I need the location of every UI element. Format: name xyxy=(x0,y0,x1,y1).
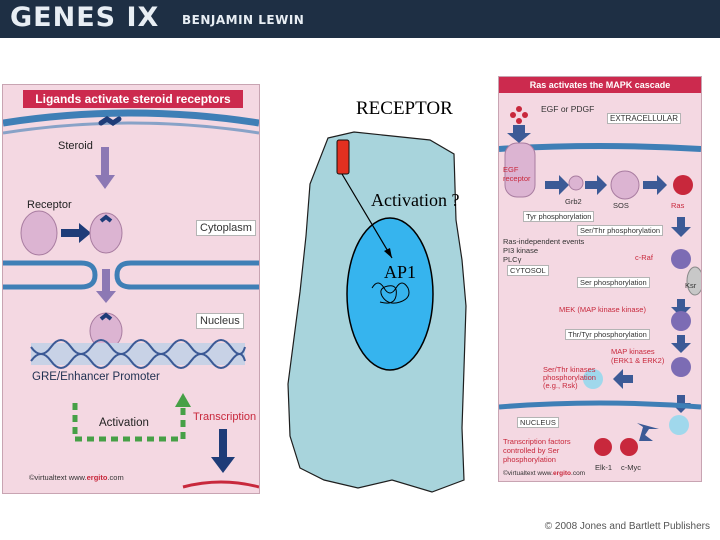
craf-label: c-Raf xyxy=(635,253,653,262)
publisher-copyright: © 2008 Jones and Bartlett Publishers xyxy=(544,521,710,532)
ksr-label: Ksr xyxy=(685,281,697,290)
plc-gamma-label: PLCγ xyxy=(503,255,522,264)
receptor-label: Receptor xyxy=(27,199,72,211)
cmyc-label: c-Myc xyxy=(621,463,641,472)
extracellular-box: EXTRACELLULAR xyxy=(607,113,682,124)
dna-squiggle xyxy=(371,282,410,304)
mapk-figure-title: Ras activates the MAPK cascade xyxy=(499,77,701,93)
sos-label: SOS xyxy=(613,201,629,210)
activation-question: Activation ? xyxy=(371,190,460,210)
tf-label-1: Transcription factors xyxy=(503,437,571,446)
rsk-label: (e.g., Rsk) xyxy=(543,381,578,390)
transcription-label: Transcription xyxy=(193,411,257,423)
promoter-label: GRE/Enhancer Promoter xyxy=(32,371,160,383)
steroid-figure-title: Ligands activate steroid receptors xyxy=(23,90,243,108)
cell-diagram xyxy=(287,131,467,493)
cytosol-box: CYTOSOL xyxy=(507,265,549,276)
receptor-title: RECEPTOR xyxy=(356,98,453,119)
steroid-figure-graphics xyxy=(3,109,259,489)
nucleus-box-right: NUCLEUS xyxy=(517,417,559,428)
steroid-receptor-figure: Ligands activate steroid receptors xyxy=(2,84,260,494)
tf-label-3: phosphorylation xyxy=(503,455,556,464)
cell-nucleus xyxy=(346,217,434,371)
receptor-block xyxy=(336,139,350,175)
activation-label: Activation xyxy=(99,417,149,429)
title-banner xyxy=(0,0,720,38)
book-title: GENES IX xyxy=(10,2,160,33)
map-kinases-label: MAP kinases xyxy=(611,347,655,356)
ser-phosphorylation-box: Ser phosphorylation xyxy=(577,277,650,288)
mapk-figure-graphics xyxy=(499,106,701,456)
steroid-label: Steroid xyxy=(58,140,93,152)
cytoplasm-box: Cytoplasm xyxy=(196,220,256,236)
right-credit: ©virtualtext www.ergito.com xyxy=(503,470,586,477)
tf-label-2: controlled by Ser xyxy=(503,446,560,455)
egf-receptor-label: EGF receptor xyxy=(503,165,531,183)
ras-independent-label: Ras-independent events xyxy=(503,237,585,246)
left-credit: ©virtualtext www.ergito.com xyxy=(29,473,124,482)
mek-label: MEK (MAP kinase kinase) xyxy=(559,305,646,314)
ap1-label: AP1 xyxy=(384,262,417,282)
thr-tyr-phosphorylation-box: Thr/Tyr phosphorylation xyxy=(565,329,650,340)
pi3-kinase-label: PI3 kinase xyxy=(503,246,539,255)
nucleus-box: Nucleus xyxy=(196,313,244,329)
ras-label: Ras xyxy=(671,201,685,210)
erk-label: (ERK1 & ERK2) xyxy=(611,356,665,365)
book-author: BENJAMIN LEWIN xyxy=(182,13,305,27)
serthr-phos-label: phosphorylation xyxy=(543,373,596,382)
egf-label: EGF or PDGF xyxy=(541,104,595,114)
tyr-phosphorylation-box: Tyr phosphorylation xyxy=(523,211,595,222)
grb2-label: Grb2 xyxy=(565,197,582,206)
serthr-kinases-label: Ser/Thr kinases xyxy=(543,365,596,374)
mapk-cascade-figure: Ras activates the MAPK cascade E xyxy=(498,76,702,482)
elk1-label: Elk-1 xyxy=(595,463,613,472)
ser-thr-phosphorylation-box: Ser/Thr phosphorylation xyxy=(577,225,664,236)
